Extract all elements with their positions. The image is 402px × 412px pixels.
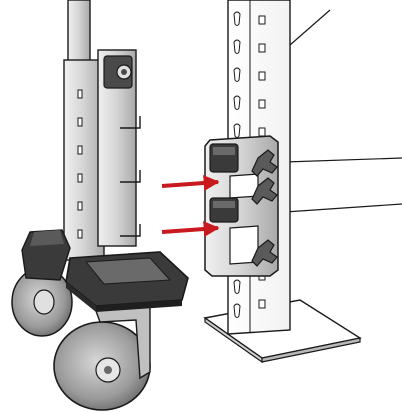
shelving-frame-lines xyxy=(284,9,402,213)
front-caster-wheel xyxy=(53,251,189,411)
mounting-clip xyxy=(209,143,239,173)
arrow-lower xyxy=(161,221,220,238)
wing-knob xyxy=(251,149,278,177)
caster-dolly-frame xyxy=(63,0,141,261)
wing-knob xyxy=(251,239,278,267)
wing-knob xyxy=(251,177,278,205)
attach-arrows xyxy=(161,175,220,238)
swivel-caster-wheel xyxy=(11,229,73,337)
clamp-bracket xyxy=(204,135,279,277)
arrow-upper xyxy=(161,175,220,192)
mounting-clip xyxy=(209,197,239,223)
